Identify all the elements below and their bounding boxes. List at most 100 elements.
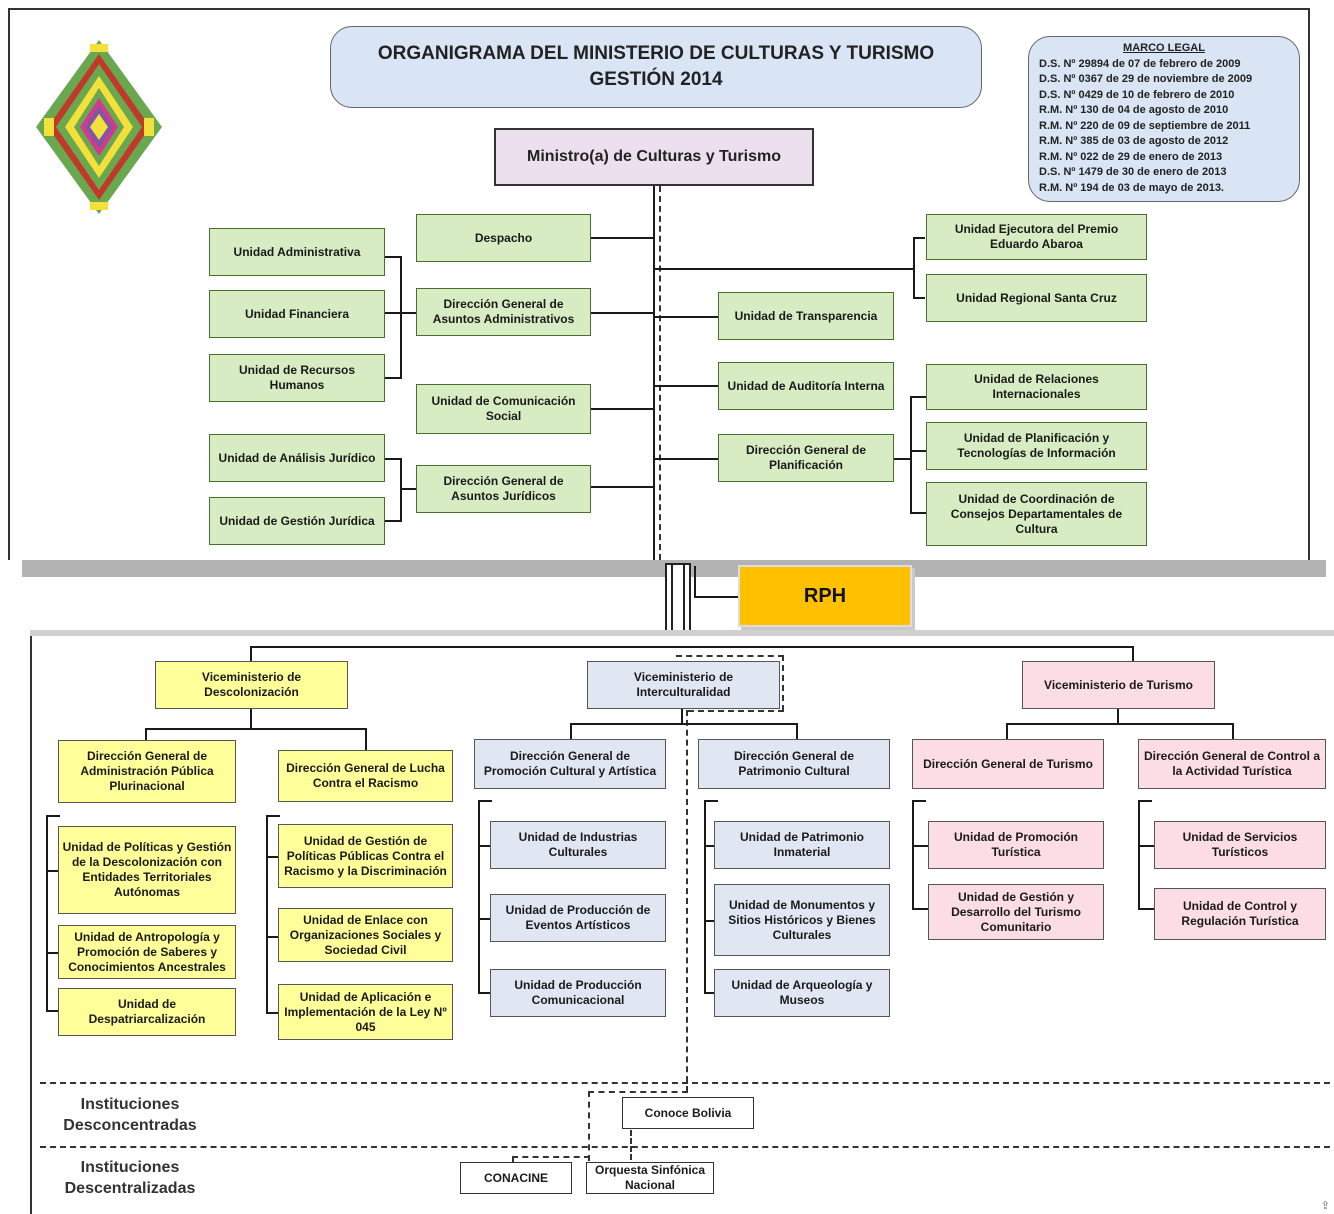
- unidad-box: Unidad de Arqueología y Museos: [714, 969, 890, 1017]
- connector: [365, 728, 367, 750]
- connector: [913, 237, 925, 239]
- legal-item: R.M. Nº 022 de 29 de enero de 2013: [1039, 150, 1223, 163]
- dg-patrimonio-cultural-box: Dirección General de Patrimonio Cultural: [698, 739, 890, 789]
- connector: [384, 520, 402, 522]
- connector-dashed: [686, 710, 688, 1092]
- section-divider: [40, 1146, 1330, 1148]
- unidad-box: Unidad de Gestión de Políticas Públicas …: [278, 824, 453, 888]
- unidad-box: Unidad de Producción de Eventos Artístic…: [490, 894, 666, 942]
- connector-dashed: [588, 1091, 590, 1161]
- connector: [478, 992, 490, 994]
- connector: [913, 237, 915, 299]
- unidad-box: Unidad de Servicios Turísticos: [1154, 821, 1326, 869]
- connector: [145, 728, 367, 730]
- connector: [704, 920, 716, 922]
- connector: [478, 800, 492, 802]
- connector: [1117, 709, 1119, 724]
- unidad-coordinacion-box: Unidad de Coordinación de Consejos Depar…: [926, 482, 1147, 546]
- connector: [590, 486, 654, 488]
- connector: [590, 312, 654, 314]
- connector-dashed: [512, 1156, 590, 1158]
- orquesta-sinfonica-box: Orquesta Sinfónica Nacional: [586, 1162, 714, 1194]
- connector: [400, 256, 402, 378]
- connector: [910, 450, 926, 452]
- section-divider: [40, 1082, 1330, 1084]
- unidad-box: Unidad de Monumentos y Sitios Históricos…: [714, 884, 890, 956]
- title-line-1: ORGANIGRAMA DEL MINISTERIO DE CULTURAS Y…: [377, 43, 935, 64]
- unidad-box: Unidad de Enlace con Organizaciones Soci…: [278, 908, 453, 962]
- unidad-rrhh-box: Unidad de Recursos Humanos: [209, 354, 385, 402]
- title-line-2: GESTIÓN 2014: [589, 69, 723, 90]
- desconcentradas-label: Instituciones Desconcentradas: [63, 1096, 197, 1134]
- connector: [796, 723, 798, 739]
- connector: [46, 1010, 58, 1012]
- unidad-box: Unidad de Despatriarcalización: [58, 988, 236, 1036]
- unidad-gestion-juridica-box: Unidad de Gestión Jurídica: [209, 497, 385, 545]
- legal-item: R.M. Nº 220 de 09 de septiembre de 2011: [1039, 119, 1251, 132]
- connector-dashed: [512, 1156, 514, 1162]
- connector: [1138, 845, 1154, 847]
- connector: [704, 845, 716, 847]
- dg-turismo-box: Dirección General de Turismo: [912, 739, 1104, 789]
- connector-dashed: [659, 186, 661, 560]
- connector-dashed: [588, 1091, 688, 1093]
- connector: [400, 458, 402, 522]
- connector: [694, 596, 738, 598]
- connector: [384, 377, 402, 379]
- connector: [250, 646, 1134, 648]
- andean-diamond-logo-icon: [36, 40, 162, 214]
- connector-dashed: [782, 655, 784, 711]
- connector: [912, 845, 928, 847]
- connector: [704, 800, 706, 993]
- connector: [266, 815, 280, 817]
- unidad-administrativa-box: Unidad Administrativa: [209, 228, 385, 276]
- dg-control-turistica-box: Dirección General de Control a la Activi…: [1138, 739, 1326, 789]
- connector: [1138, 800, 1140, 910]
- connector: [145, 728, 147, 740]
- legal-item: R.M. Nº 194 de 03 de mayo de 2013.: [1039, 181, 1224, 194]
- connector: [1006, 723, 1234, 725]
- connector: [694, 566, 696, 598]
- conacine-box: CONACINE: [460, 1162, 572, 1194]
- unidad-box: Unidad de Control y Regulación Turística: [1154, 888, 1326, 940]
- vice-interculturalidad-box: Viceministerio de Interculturalidad: [587, 661, 780, 709]
- connector: [1138, 908, 1154, 910]
- legal-item: D.S. Nº 29894 de 07 de febrero de 2009: [1039, 57, 1241, 70]
- conoce-bolivia-box: Conoce Bolivia: [622, 1097, 754, 1129]
- connector: [46, 870, 58, 872]
- connector-dashed: [688, 710, 784, 712]
- unidad-transparencia-box: Unidad de Transparencia: [718, 292, 894, 340]
- connector: [912, 800, 914, 910]
- legal-item: R.M. Nº 130 de 04 de agosto de 2010: [1039, 104, 1229, 116]
- legal-item: D.S. Nº 1479 de 30 de enero de 2013: [1039, 166, 1227, 178]
- dg-lucha-racismo-box: Dirección General de Lucha Contra el Rac…: [278, 750, 453, 802]
- unidad-box: Unidad de Políticas y Gestión de la Desc…: [58, 826, 236, 914]
- connector: [894, 458, 912, 460]
- unidad-box: Unidad de Antropología y Promoción de Sa…: [58, 925, 236, 979]
- connector: [590, 237, 654, 239]
- unidad-ejecutora-box: Unidad Ejecutora del Premio Eduardo Abar…: [926, 214, 1147, 260]
- connector: [570, 723, 572, 739]
- unidad-rrii-box: Unidad de Relaciones Internacionales: [926, 364, 1147, 410]
- legal-item: D.S. Nº 0367 de 29 de noviembre de 2009: [1039, 73, 1253, 85]
- org-chart-title: ORGANIGRAMA DEL MINISTERIO DE CULTURAS Y…: [330, 26, 982, 108]
- connector: [384, 256, 402, 258]
- unidad-analisis-box: Unidad de Análisis Jurídico: [209, 434, 385, 482]
- unidad-box: Unidad de Gestión y Desarrollo del Turis…: [928, 884, 1104, 940]
- connector: [266, 815, 268, 1013]
- dg-administracion-publica-box: Dirección General de Administración Públ…: [58, 740, 236, 803]
- marco-legal-box: MARCO LEGAL D.S. Nº 29894 de 07 de febre…: [1028, 36, 1300, 202]
- connector: [910, 512, 926, 514]
- legal-item: R.M. Nº 385 de 03 de agosto de 2012: [1039, 135, 1229, 147]
- marco-legal-heading: MARCO LEGAL: [1123, 42, 1205, 54]
- connector: [910, 396, 926, 398]
- connector: [1138, 800, 1152, 802]
- legal-item: D.S. Nº 0429 de 10 de febrero de 2010: [1039, 88, 1235, 101]
- connector: [654, 316, 718, 318]
- unidad-box: Unidad de Promoción Turística: [928, 821, 1104, 869]
- connector: [1132, 646, 1134, 662]
- connector: [266, 856, 278, 858]
- connector: [250, 709, 252, 729]
- connector: [570, 723, 798, 725]
- unidad-comunicacion-box: Unidad de Comunicación Social: [416, 384, 591, 434]
